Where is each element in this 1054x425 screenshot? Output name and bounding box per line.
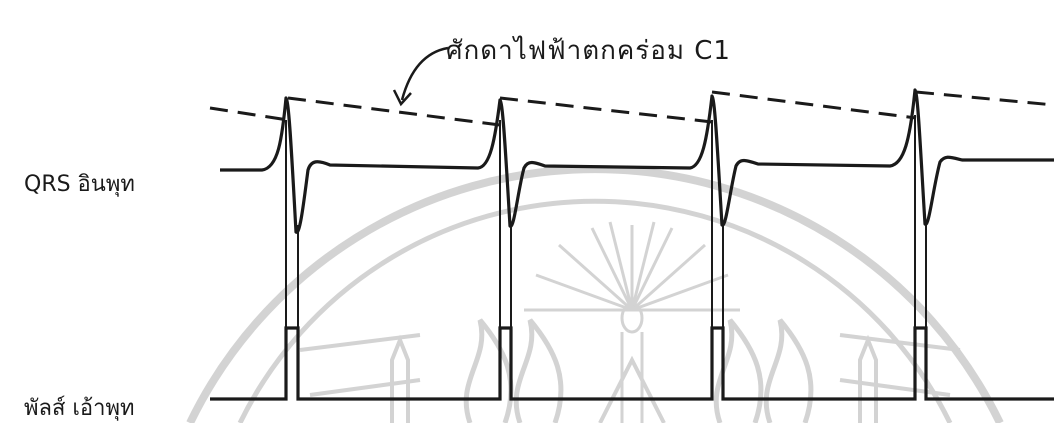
timing-guide-lines xyxy=(285,115,927,330)
caption-leader-arrow xyxy=(392,46,449,107)
sunburst-emblem-watermark xyxy=(186,165,1004,423)
pulse-output-label: พัลส์ เอ้าพุท xyxy=(24,396,135,421)
capacitor-decay-dashed-line xyxy=(209,90,1054,127)
capacitor-voltage-caption: ศักดาไฟฟ้าตกคร่อม C1 xyxy=(446,36,731,66)
qrs-input-label: QRS อินพุท xyxy=(24,172,135,197)
pulse-output-waveform xyxy=(210,326,1054,401)
qrs-input-waveform xyxy=(220,88,1054,234)
